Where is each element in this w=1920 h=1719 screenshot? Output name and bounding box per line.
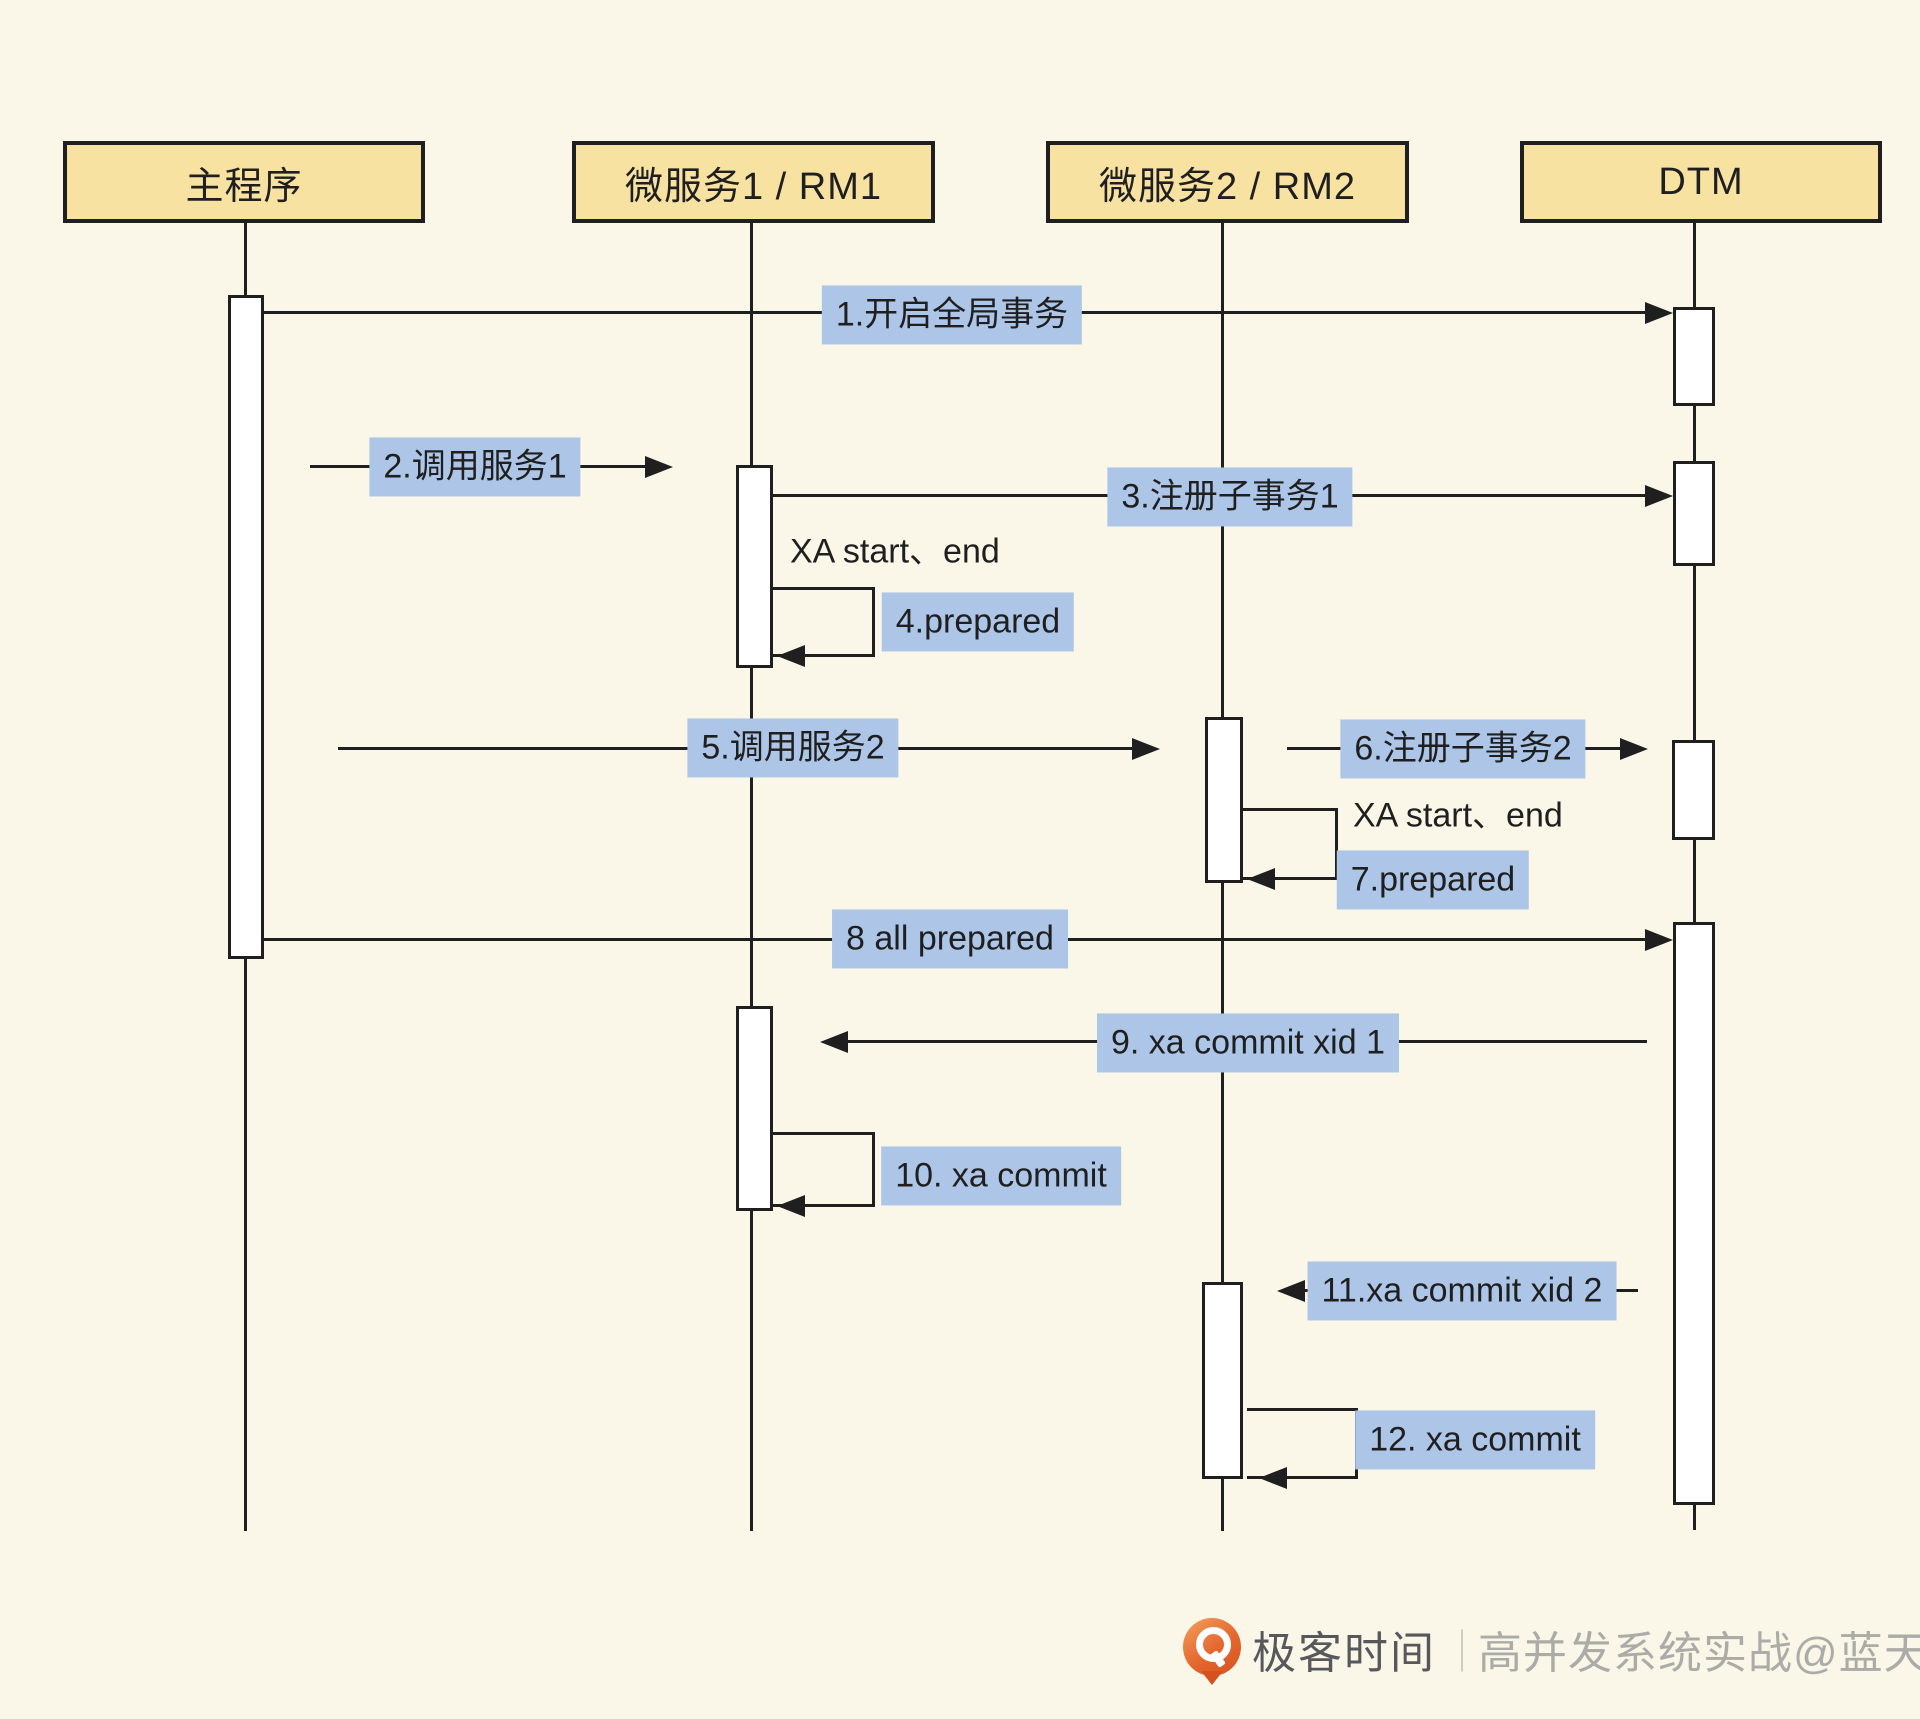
message-1-arrowhead-icon	[1645, 302, 1673, 324]
message-11-label: 11.xa commit xid 2	[1307, 1261, 1617, 1321]
self-loop-4	[773, 587, 875, 657]
footer-separator: ｜	[1441, 1628, 1484, 1676]
message-2-label: 2.调用服务1	[369, 437, 581, 497]
message-4-label: 4.prepared	[881, 592, 1075, 652]
message-10-label: 10. xa commit	[881, 1146, 1121, 1206]
message-12-label: 12. xa commit	[1355, 1410, 1595, 1470]
actor-dtm-label: DTM	[1658, 160, 1744, 203]
message-6-arrowhead-icon	[1620, 738, 1648, 760]
self-loop-10-arrowhead-icon	[777, 1195, 805, 1217]
self-loop-7	[1243, 808, 1338, 880]
message-1-label: 1.开启全局事务	[821, 285, 1083, 345]
activation-dtm-4	[1673, 922, 1715, 1505]
message-7-label: 7.prepared	[1336, 850, 1530, 910]
actor-dtm: DTM	[1520, 141, 1882, 223]
message-8-label: 8 all prepared	[832, 909, 1068, 969]
self-loop-7-arrowhead-icon	[1247, 868, 1275, 890]
activation-service1-b	[736, 1006, 773, 1211]
lifeline-service1	[750, 223, 753, 1531]
message-9-arrowhead-icon	[820, 1031, 848, 1053]
activation-service1-a	[736, 465, 773, 668]
actor-service2: 微服务2 / RM2	[1046, 141, 1409, 223]
actor-service2-label: 微服务2 / RM2	[1098, 165, 1357, 208]
xa-note-1: XA start、end	[790, 532, 1000, 571]
message-5-label: 5.调用服务2	[687, 718, 899, 778]
actor-main: 主程序	[63, 141, 425, 223]
footer-brand: 极客时间	[1252, 1629, 1436, 1678]
xa-note-2: XA start、end	[1353, 796, 1563, 835]
lifeline-dtm	[1693, 223, 1696, 1530]
activation-dtm-1	[1673, 307, 1715, 406]
activation-dtm-2	[1673, 461, 1715, 566]
self-loop-4-arrowhead-icon	[777, 645, 805, 667]
geektime-logo-icon	[1183, 1618, 1241, 1676]
message-11-arrowhead-icon	[1277, 1280, 1305, 1302]
actor-service1-label: 微服务1 / RM1	[624, 165, 883, 208]
self-loop-12-arrowhead-icon	[1259, 1467, 1287, 1489]
message-3-arrowhead-icon	[1645, 485, 1673, 507]
message-3-label: 3.注册子事务1	[1107, 467, 1353, 527]
activation-service2-b	[1202, 1282, 1243, 1479]
activation-service2-a	[1205, 717, 1243, 883]
actor-main-label: 主程序	[185, 165, 303, 208]
geektime-logo-tail	[1210, 1650, 1226, 1668]
message-9-label: 9. xa commit xid 1	[1097, 1013, 1399, 1073]
message-6-label: 6.注册子事务2	[1340, 719, 1586, 779]
self-loop-10	[773, 1132, 875, 1207]
actor-service1: 微服务1 / RM1	[572, 141, 935, 223]
message-5-arrowhead-icon	[1132, 738, 1160, 760]
activation-dtm-3	[1672, 740, 1715, 840]
activation-main	[228, 295, 264, 959]
footer-credit: 高并发系统实战@蓝天	[1478, 1629, 1920, 1678]
message-2-arrowhead-icon	[645, 456, 673, 478]
message-8-arrowhead-icon	[1645, 929, 1673, 951]
